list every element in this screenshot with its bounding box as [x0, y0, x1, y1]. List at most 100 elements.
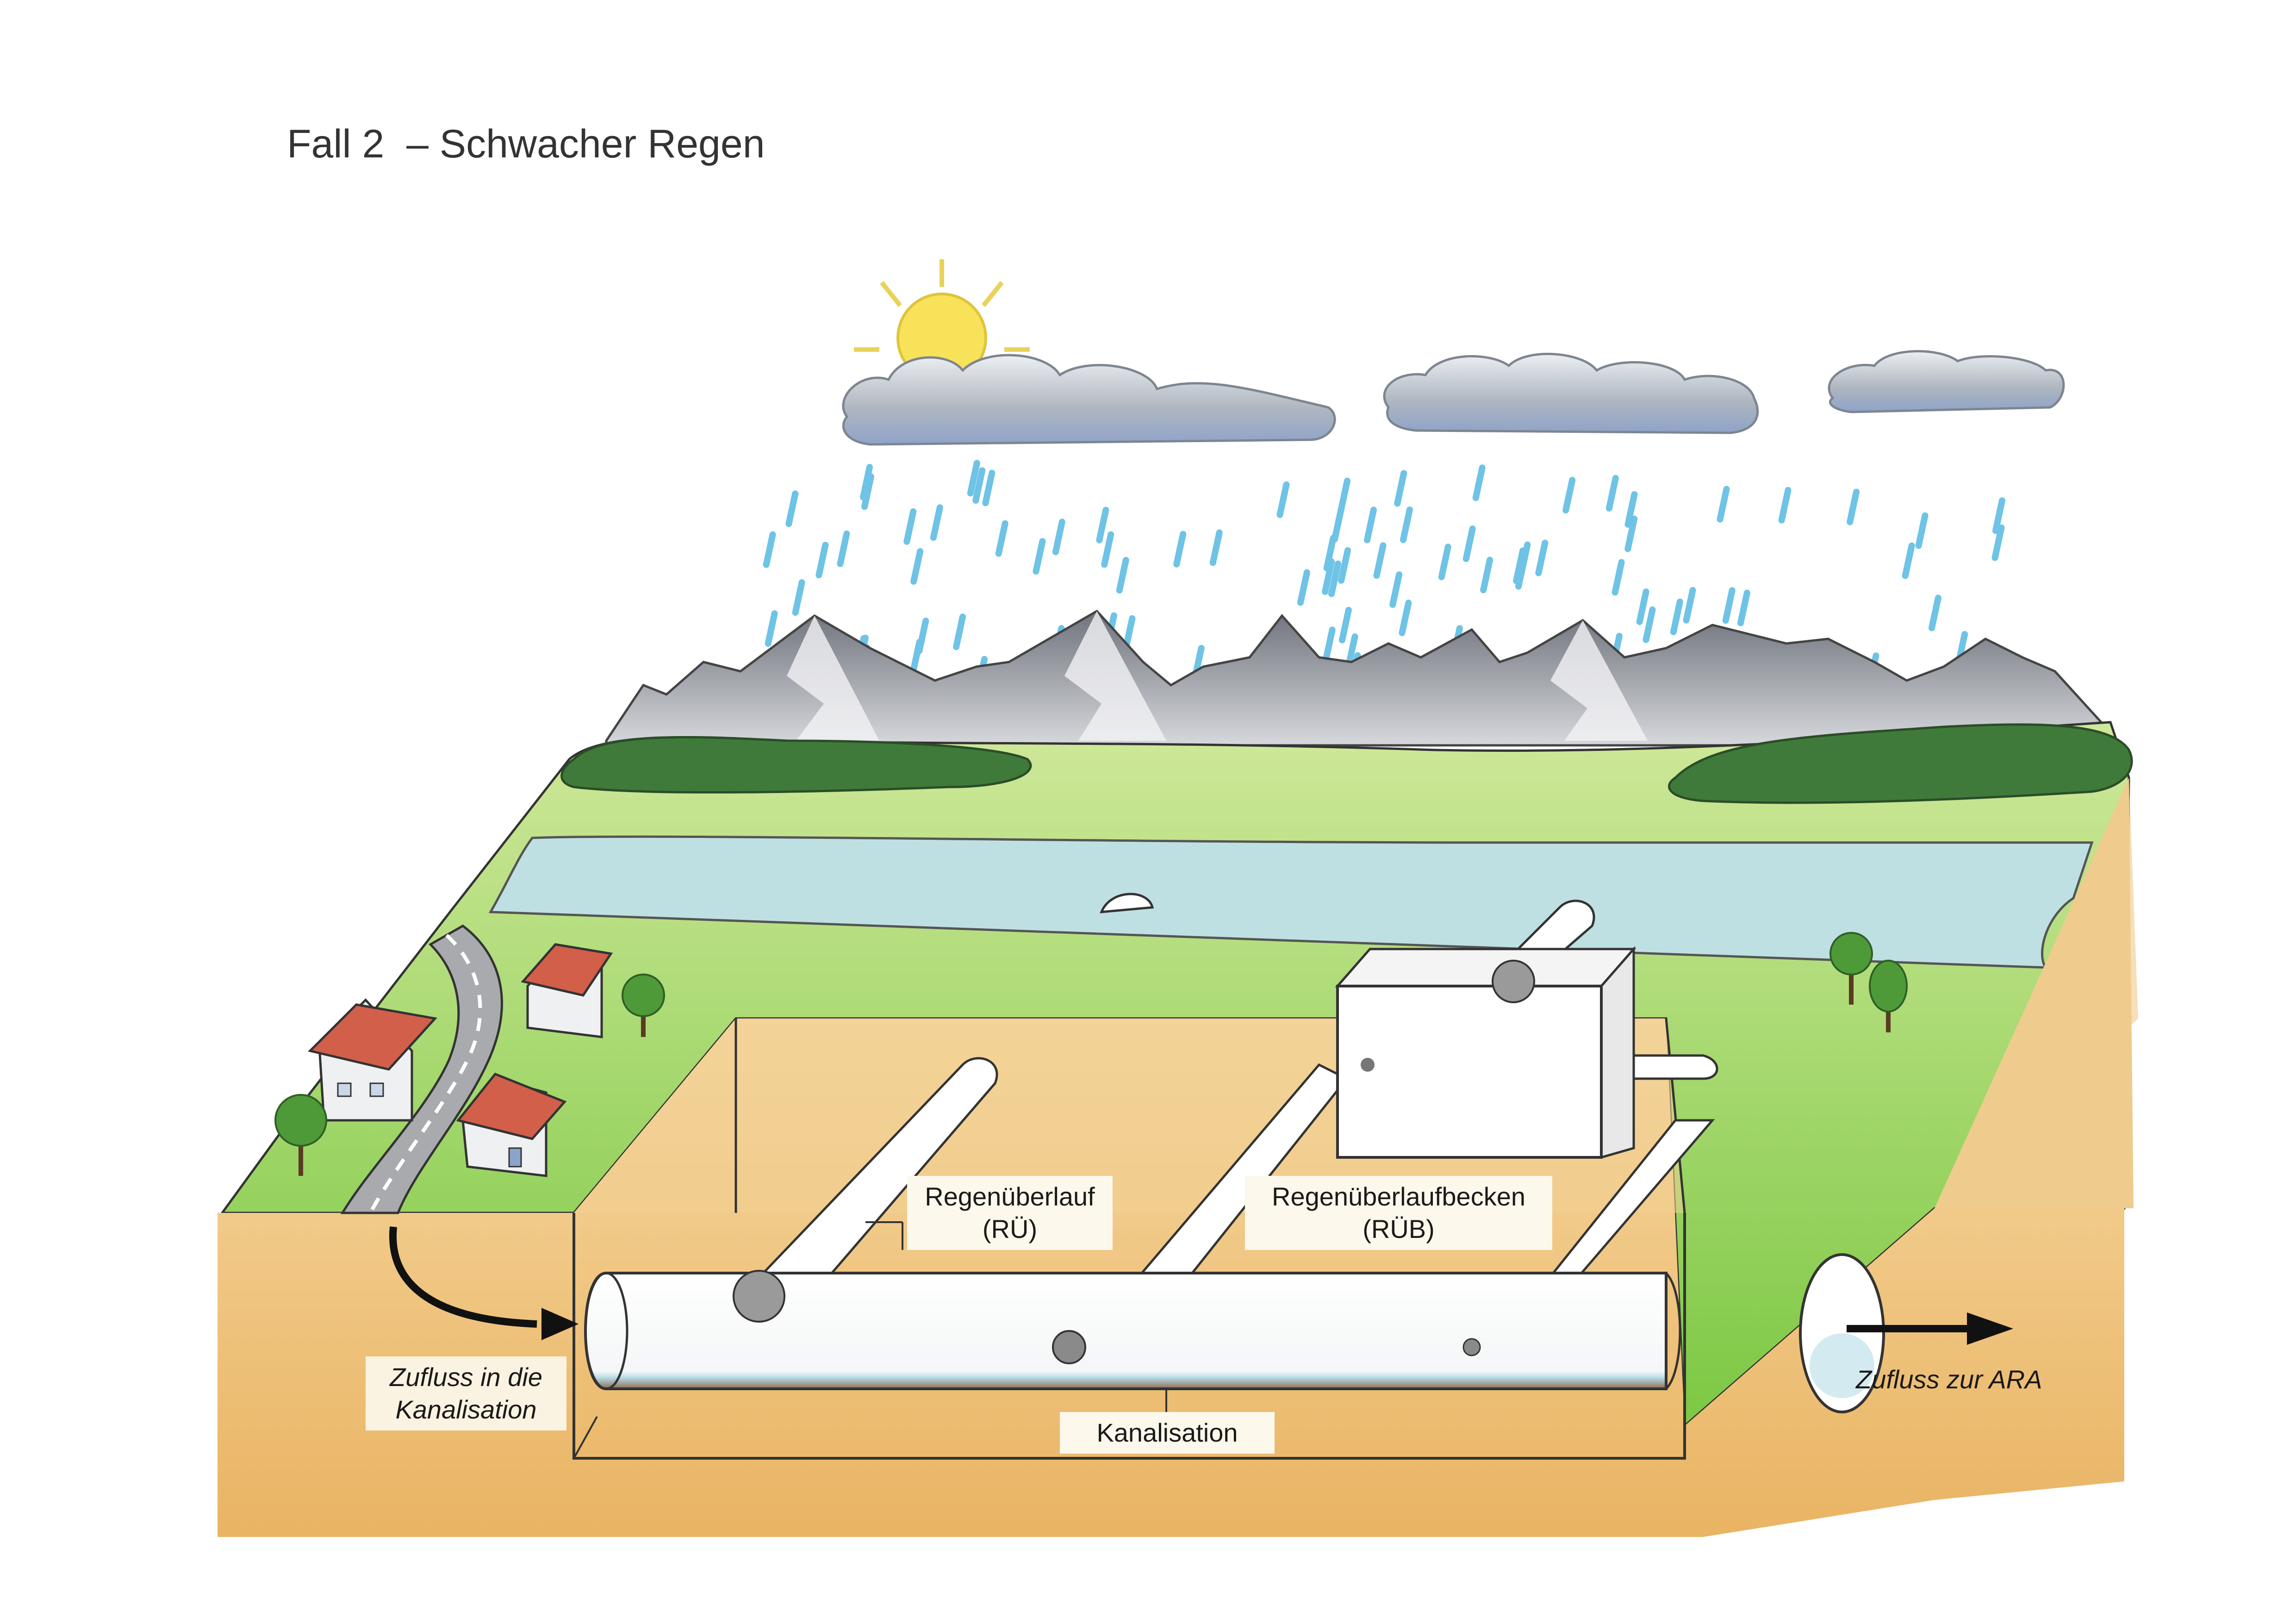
label-zufluss-kanalisation: Zufluss in die Kanalisation — [366, 1356, 566, 1430]
raindrop-icon — [785, 490, 799, 527]
house-icon — [521, 943, 613, 1038]
raindrop-icon — [1643, 606, 1656, 643]
house-icon — [308, 998, 437, 1122]
raindrop-icon — [910, 548, 924, 585]
label-regenueberlauf-line2: (RÜ) — [982, 1214, 1038, 1243]
raindrop-icon — [1389, 571, 1403, 608]
raindrop-icon — [1096, 506, 1109, 543]
raindrop-icon — [1297, 569, 1310, 606]
label-zufluss-ara-text: Zufluss zur ARA — [1856, 1365, 2042, 1394]
raindrop-icon — [815, 542, 829, 579]
raindrop-icon — [1173, 531, 1187, 568]
label-zufluss-kanalisation-line1: Zufluss in die — [390, 1362, 542, 1392]
raindrop-icon — [953, 613, 966, 650]
raindrop-icon — [1612, 559, 1625, 596]
raindrop-icon — [763, 531, 776, 568]
raindrop-icon — [860, 464, 873, 501]
raindrop-icon — [1624, 491, 1638, 528]
raindrop-icon — [837, 530, 850, 567]
label-regenueberlaufbecken: Regenüberlaufbecken (RÜB) — [1245, 1176, 1552, 1250]
cloud-icon — [1828, 350, 2065, 413]
label-regenueberlaufbecken-line2: (RÜB) — [1363, 1214, 1435, 1243]
raindrop-icon — [1400, 506, 1413, 543]
raindrop-icon — [1717, 486, 1730, 523]
raindrop-icon — [1480, 556, 1493, 593]
river — [488, 835, 2094, 969]
forest-left — [560, 736, 1032, 794]
label-regenueberlauf: Regenüberlauf (RÜ) — [907, 1176, 1113, 1250]
raindrop-icon — [1323, 535, 1337, 572]
arrow-icon — [389, 1226, 579, 1340]
raindrop-icon — [1928, 594, 1941, 631]
raindrop-icon — [1394, 470, 1407, 507]
page-title: Fall 2 – Schwacher Regen — [287, 122, 765, 166]
raindrop-icon — [1322, 626, 1336, 663]
tree-icon — [1829, 932, 1873, 1005]
raindrop-icon — [1472, 464, 1486, 501]
raindrop-icon — [1116, 556, 1129, 593]
raindrop-icon — [903, 508, 917, 545]
label-regenueberlaufbecken-line1: Regenüberlaufbecken — [1272, 1182, 1525, 1211]
raindrop-icon — [1683, 587, 1696, 624]
raindrop-icon — [1991, 524, 2005, 561]
raindrop-icon — [1992, 497, 2005, 534]
raindrop-icon — [1847, 488, 1860, 525]
raindrop-icon — [1338, 547, 1351, 584]
label-zufluss-kanalisation-line2: Kanalisation — [395, 1395, 537, 1424]
raindrop-icon — [1902, 542, 1915, 579]
raindrop-icon — [909, 638, 923, 675]
raindrop-icon — [1399, 600, 1412, 637]
raindrop-icon — [1101, 531, 1114, 568]
cloud-icon — [1383, 353, 1759, 434]
raindrop-icon — [1328, 560, 1341, 597]
label-regenueberlauf-line1: Regenüberlauf — [925, 1182, 1095, 1211]
raindrop-icon — [1513, 547, 1526, 584]
raindrop-icon — [792, 579, 805, 616]
raindrop-icon — [1338, 477, 1351, 514]
raindrop-icon — [1438, 543, 1451, 581]
label-zufluss-ara: Zufluss zur ARA — [1856, 1363, 2078, 1396]
tree-icon — [274, 1094, 327, 1176]
raindrop-icon — [1778, 487, 1792, 524]
raindrop-icon — [1515, 553, 1528, 590]
raindrop-icon — [967, 460, 980, 497]
raindrop-icon — [930, 504, 943, 541]
raindrop-icon — [1363, 506, 1377, 543]
tree-icon — [622, 974, 665, 1037]
cloud-icon — [842, 354, 1336, 446]
raindrop-icon — [1722, 587, 1736, 624]
raindrop-icon — [1033, 538, 1046, 575]
tank-icon — [1335, 946, 1636, 1159]
raindrop-icon — [1338, 606, 1352, 643]
raindrop-icon — [1737, 589, 1750, 626]
raindrop-icon — [1052, 518, 1065, 556]
road-icon — [340, 924, 503, 1214]
raindrop-icon — [1670, 599, 1683, 636]
sewer-pipe — [584, 1253, 1885, 1413]
raindrop-icon — [1276, 481, 1290, 518]
raindrop-icon — [1209, 529, 1223, 566]
raindrop-icon — [861, 473, 875, 510]
raindrop-icon — [1624, 515, 1638, 552]
label-kanalisation-text: Kanalisation — [1096, 1418, 1238, 1447]
raindrop-icon — [1636, 588, 1649, 625]
raindrop-icon — [995, 520, 1008, 557]
raindrop-icon — [1605, 475, 1619, 512]
arrow-icon — [1847, 1312, 2013, 1345]
mountain-icon — [605, 609, 2112, 747]
raindrop-icon — [1462, 525, 1476, 562]
raindrop-icon — [1331, 506, 1344, 543]
forest-right — [1668, 723, 2133, 804]
raindrop-icon — [1562, 477, 1576, 514]
raindrop-icon — [1915, 512, 1929, 549]
house-icon — [456, 1072, 567, 1177]
label-kanalisation: Kanalisation — [1060, 1412, 1275, 1454]
tree-icon — [1869, 960, 1908, 1032]
raindrop-icon — [982, 469, 996, 506]
raindrop-icon — [1535, 539, 1549, 576]
raindrop-icon — [1322, 558, 1335, 595]
raindrop-icon — [972, 467, 986, 504]
raindrop-icon — [765, 610, 778, 647]
raindrop-icon — [1373, 542, 1387, 579]
